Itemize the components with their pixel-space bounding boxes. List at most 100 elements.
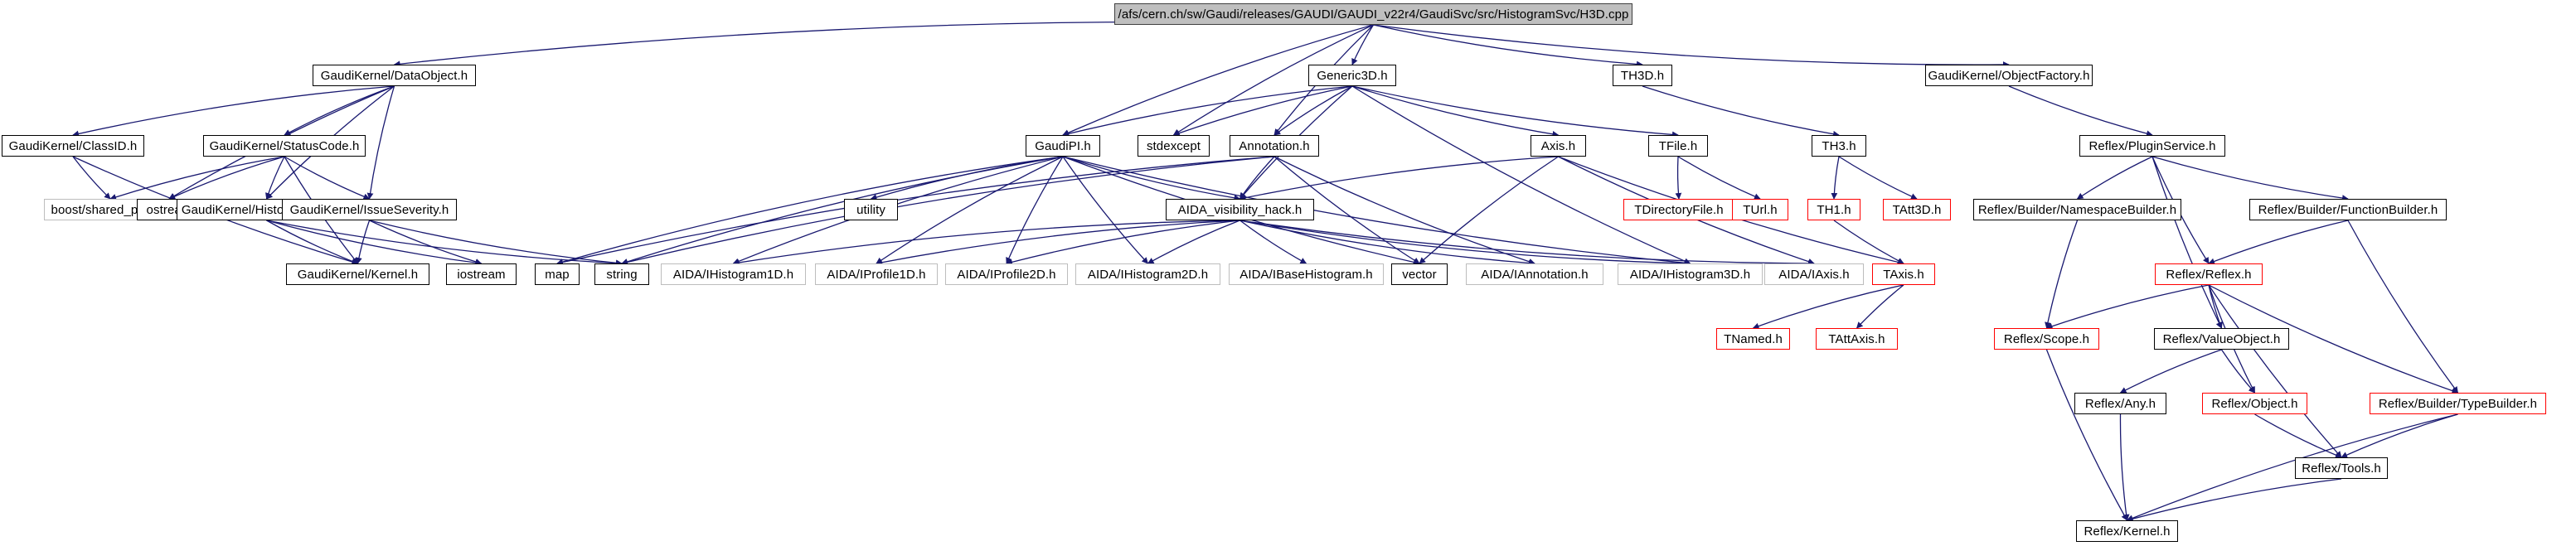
graph-node-label: Reflex/Builder/FunctionBuilder.h — [2258, 202, 2438, 217]
graph-node-turl[interactable]: TUrl.h — [1732, 199, 1788, 220]
graph-edge-aidavis-to-ibasehist — [1239, 220, 1307, 264]
graph-node-map[interactable]: map — [535, 263, 580, 285]
graph-node-axis[interactable]: Axis.h — [1531, 135, 1586, 157]
graph-edge-axis-to-aidavis — [1239, 156, 1559, 201]
graph-edge-generic3d-to-stdexcept — [1172, 85, 1353, 137]
graph-node-utility[interactable]: utility — [844, 199, 898, 220]
graph-edge-annotation-to-aidavis — [1239, 156, 1275, 200]
graph-node-label: Annotation.h — [1239, 138, 1310, 153]
graph-node-tfile[interactable]: TFile.h — [1648, 135, 1708, 157]
graph-edge-annotation-to-vector — [1273, 156, 1420, 264]
graph-node-label: vector — [1402, 267, 1437, 282]
graph-node-taxis[interactable]: TAxis.h — [1872, 263, 1935, 285]
graph-node-issueseverity[interactable]: GaudiKernel/IssueSeverity.h — [282, 199, 457, 220]
graph-node-label: Reflex/Any.h — [2084, 396, 2156, 411]
graph-node-dataobject[interactable]: GaudiKernel/DataObject.h — [313, 65, 476, 86]
graph-node-pluginservice[interactable]: Reflex/PluginService.h — [2079, 135, 2225, 157]
graph-node-aidavis[interactable]: AIDA_visibility_hack.h — [1166, 199, 1314, 220]
graph-node-fnbuilder[interactable]: Reflex/Builder/FunctionBuilder.h — [2249, 199, 2447, 220]
graph-node-label: TNamed.h — [1724, 331, 1783, 346]
graph-node-label: GaudiKernel/ObjectFactory.h — [1928, 68, 2090, 83]
graph-node-ihist3d[interactable]: AIDA/IHistogram3D.h — [1618, 263, 1763, 285]
graph-node-statuscode[interactable]: GaudiKernel/StatusCode.h — [203, 135, 366, 157]
graph-node-object[interactable]: Reflex/Object.h — [2202, 393, 2307, 414]
graph-edge-statuscode-to-issueseverity — [284, 156, 371, 200]
graph-edge-valueobject-to-any — [2119, 349, 2222, 394]
graph-node-label: AIDA/IHistogram1D.h — [672, 267, 794, 282]
graph-edge-statuscode-to-sharedptr — [109, 156, 285, 201]
graph-node-objectfactory[interactable]: GaudiKernel/ObjectFactory.h — [1925, 65, 2093, 86]
graph-edge-generic3d-to-gaudipi — [1062, 85, 1353, 138]
graph-edge-objectfactory-to-pluginservice — [2008, 85, 2153, 137]
graph-edge-axis-to-vector — [1419, 156, 1559, 264]
graph-edge-pluginservice-to-nsbuilder — [2076, 156, 2153, 200]
graph-node-label: Reflex/ValueObject.h — [2162, 331, 2281, 346]
graph-node-annotation[interactable]: Annotation.h — [1230, 135, 1319, 157]
graph-node-ibasehist[interactable]: AIDA/IBaseHistogram.h — [1229, 263, 1384, 285]
graph-node-label: TAxis.h — [1883, 267, 1924, 282]
graph-node-th1[interactable]: TH1.h — [1807, 199, 1860, 220]
graph-edge-th3-to-tatt3d — [1838, 156, 1918, 200]
graph-edge-histogrambase-to-kernel — [266, 220, 359, 265]
graph-node-label: TAtt3D.h — [1892, 202, 1942, 217]
graph-node-iaxis[interactable]: AIDA/IAxis.h — [1764, 263, 1864, 285]
graph-edge-pluginservice-to-valueobject — [2152, 156, 2223, 329]
graph-edge-statuscode-to-histogrambase — [265, 156, 285, 200]
graph-node-iprof1d[interactable]: AIDA/IProfile1D.h — [815, 263, 938, 285]
graph-node-any[interactable]: Reflex/Any.h — [2074, 393, 2166, 414]
graph-node-tattaxis[interactable]: TAttAxis.h — [1816, 328, 1898, 350]
graph-node-iprof2d[interactable]: AIDA/IProfile2D.h — [945, 263, 1068, 285]
graph-edge-aidavis-to-ihist3d — [1239, 220, 1691, 267]
graph-node-th3d[interactable]: TH3D.h — [1613, 65, 1672, 86]
graph-node-label: AIDA/IProfile2D.h — [957, 267, 1056, 282]
graph-node-kernel[interactable]: GaudiKernel/Kernel.h — [286, 263, 429, 285]
graph-edge-reflexh-to-typebuilder — [2208, 284, 2459, 394]
graph-node-string[interactable]: string — [594, 263, 649, 285]
graph-node-generic3d[interactable]: Generic3D.h — [1308, 65, 1396, 86]
graph-node-label: Reflex/Builder/TypeBuilder.h — [2378, 396, 2538, 411]
graph-edge-generic3d-to-ihist3d — [1351, 85, 1691, 264]
graph-edge-histogrambase-to-string — [266, 220, 623, 267]
graph-edge-aidavis-to-iaxis — [1239, 220, 1815, 267]
graph-node-valueobject[interactable]: Reflex/ValueObject.h — [2154, 328, 2289, 350]
graph-node-reflexkernel[interactable]: Reflex/Kernel.h — [2076, 520, 2178, 542]
graph-node-typebuilder[interactable]: Reflex/Builder/TypeBuilder.h — [2370, 393, 2546, 414]
graph-node-vector[interactable]: vector — [1391, 263, 1448, 285]
graph-node-root[interactable]: /afs/cern.ch/sw/Gaudi/releases/GAUDI/GAU… — [1114, 3, 1632, 25]
graph-node-tnamed[interactable]: TNamed.h — [1716, 328, 1790, 350]
graph-node-scope[interactable]: Reflex/Scope.h — [1994, 328, 2099, 350]
graph-edge-taxis-to-tnamed — [1752, 284, 1904, 330]
graph-edge-root-to-generic3d — [1351, 24, 1375, 65]
graph-node-stdexcept[interactable]: stdexcept — [1138, 135, 1210, 157]
graph-node-th3[interactable]: TH3.h — [1812, 135, 1866, 157]
graph-edge-root-to-th3d — [1373, 24, 1643, 68]
graph-node-label: TH3.h — [1822, 138, 1856, 153]
graph-node-gaudipi[interactable]: GaudiPI.h — [1026, 135, 1100, 157]
graph-node-label: AIDA/IBaseHistogram.h — [1239, 267, 1373, 282]
graph-node-iannot[interactable]: AIDA/IAnnotation.h — [1466, 263, 1603, 285]
graph-node-tdirfile[interactable]: TDirectoryFile.h — [1623, 199, 1734, 220]
graph-node-label: AIDA_visibility_hack.h — [1177, 202, 1303, 217]
graph-node-tatt3d[interactable]: TAtt3D.h — [1883, 199, 1951, 220]
graph-node-ihist2d[interactable]: AIDA/IHistogram2D.h — [1075, 263, 1220, 285]
graph-node-reflexh[interactable]: Reflex/Reflex.h — [2155, 263, 2263, 285]
graph-edge-issueseverity-to-kernel — [356, 220, 371, 264]
graph-node-classid[interactable]: GaudiKernel/ClassID.h — [2, 135, 144, 157]
graph-edge-valueobject-to-object — [2220, 349, 2256, 394]
graph-edge-issueseverity-to-iostream — [369, 220, 483, 265]
graph-node-ihist1d[interactable]: AIDA/IHistogram1D.h — [661, 263, 806, 285]
graph-node-label: Generic3D.h — [1317, 68, 1388, 83]
graph-edge-any-to-reflexkernel — [2119, 413, 2130, 521]
graph-edge-annotation-to-map — [556, 156, 1275, 266]
graph-node-label: Axis.h — [1540, 138, 1576, 153]
graph-edge-annotation-to-iannot — [1273, 156, 1535, 265]
graph-node-label: utility — [856, 202, 885, 217]
graph-node-label: GaudiKernel/Kernel.h — [297, 267, 419, 282]
graph-edge-pluginservice-to-fnbuilder — [2152, 156, 2349, 201]
graph-node-label: TDirectoryFile.h — [1634, 202, 1724, 217]
graph-edge-th3d-to-th3 — [1642, 85, 1840, 138]
graph-node-tools[interactable]: Reflex/Tools.h — [2295, 457, 2388, 479]
graph-node-iostream[interactable]: iostream — [446, 263, 517, 285]
graph-node-nsbuilder[interactable]: Reflex/Builder/NamespaceBuilder.h — [1973, 199, 2181, 220]
graph-edge-tfile-to-turl — [1677, 156, 1761, 200]
